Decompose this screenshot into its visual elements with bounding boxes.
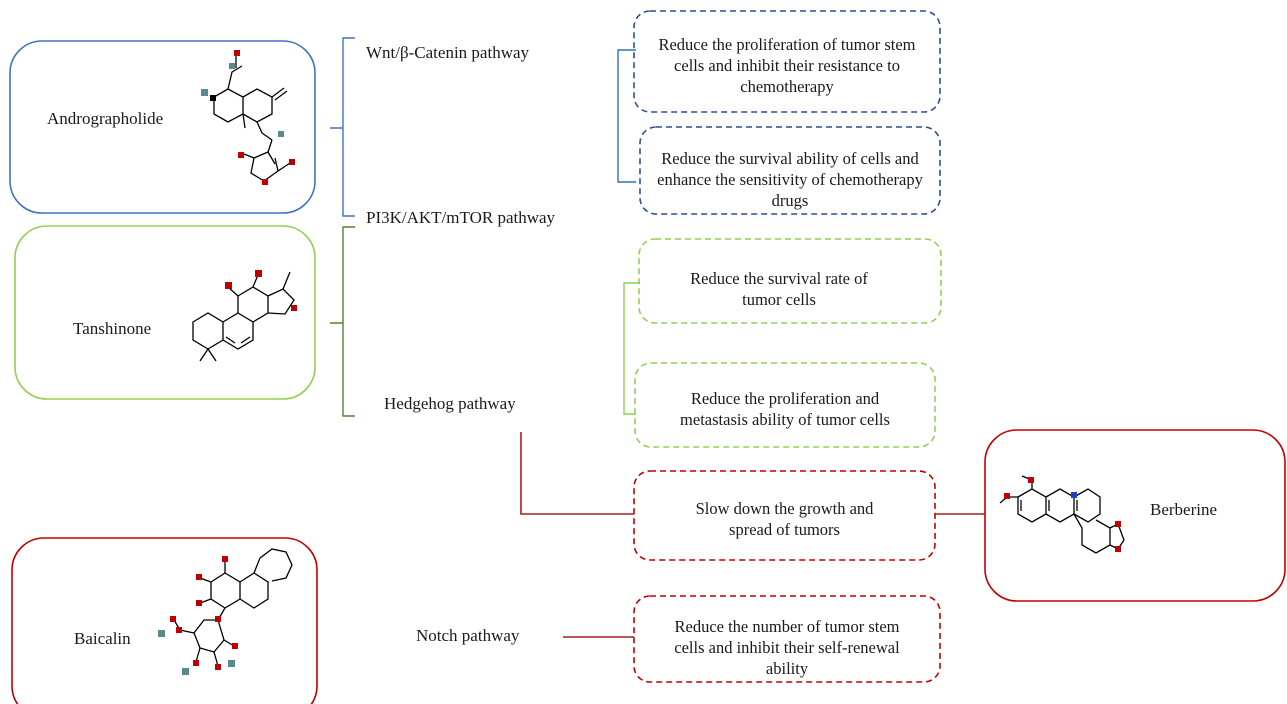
effect-line: ability: [765, 658, 809, 678]
effect-text-wnt-1: Reduce the proliferation of tumor stem c…: [634, 32, 940, 98]
effect-box-notch-1: [633, 595, 941, 683]
tanshinone-structure: [192, 271, 295, 362]
pi3k-effect-bracket: [623, 282, 640, 415]
effect-line: cells and inhibit their self-renewal: [674, 637, 900, 657]
effect-box-pi3k-1: [638, 238, 942, 324]
andrographolide-structure: [213, 56, 291, 182]
effect-line: enhance the sensitivity of chemotherapy: [657, 169, 923, 189]
effect-line: Reduce the survival rate of: [690, 269, 868, 288]
pathway-label-notch: Notch pathway: [416, 626, 520, 645]
baicalin-atoms: [158, 556, 238, 675]
effect-line: chemotherapy: [740, 76, 834, 96]
effect-text-wnt-2: Reduce the survival ability of cells and…: [640, 146, 940, 212]
baicalin-box: [11, 537, 318, 704]
compound-label-baicalin: Baicalin: [74, 629, 131, 648]
berberine-structure: [999, 475, 1125, 554]
effect-text-hedgehog-1: Slow down the growth and spread of tumor…: [634, 497, 935, 541]
effect-box-pi3k-2: [634, 362, 936, 448]
compound-label-andrographolide: Andrographolide: [47, 109, 164, 128]
berberine-box: [984, 429, 1286, 602]
effect-line: Slow down the growth and: [695, 499, 874, 518]
blue-bracket: [330, 37, 355, 217]
andrographolide-atoms: [201, 50, 295, 185]
effect-line: cells and inhibit their resistance to: [674, 55, 900, 75]
effect-line: tumor cells: [742, 290, 816, 309]
effect-line: Reduce the proliferation of tumor stem: [658, 34, 916, 54]
effect-line: Reduce the number of tumor stem: [674, 616, 900, 636]
effect-text-pi3k-2: Reduce the proliferation and metastasis …: [635, 387, 935, 431]
wnt-effect-bracket: [617, 49, 636, 183]
effect-box-hedgehog-1: [633, 470, 936, 561]
tanshinone-atoms: [225, 270, 297, 311]
compound-label-berberine: Berberine: [1150, 500, 1218, 519]
tanshinone-box: [14, 225, 316, 400]
effect-text-pi3k-1: Reduce the survival rate of tumor cells: [639, 267, 919, 311]
pathway-label-wnt: Wnt/β-Catenin pathway: [366, 43, 530, 62]
pathway-label-pi3k: PI3K/AKT/mTOR pathway: [366, 208, 556, 227]
effect-line: Reduce the survival ability of cells and: [661, 148, 919, 168]
andrographolide-box: [9, 40, 316, 214]
compound-label-tanshinone: Tanshinone: [73, 319, 152, 338]
pathway-label-hedgehog: Hedgehog pathway: [384, 394, 516, 413]
effect-box-wnt-1: [633, 10, 941, 113]
berberine-atoms: [1004, 477, 1121, 552]
effect-line: drugs: [771, 190, 809, 210]
effect-text-notch-1: Reduce the number of tumor stem cells an…: [634, 614, 940, 680]
effect-line: Reduce the proliferation and: [690, 389, 880, 408]
hedgehog-connector: [520, 432, 634, 515]
effect-line: metastasis ability of tumor cells: [680, 410, 890, 429]
effect-line: spread of tumors: [729, 520, 840, 539]
green-bracket: [330, 226, 355, 417]
effect-box-wnt-2: [639, 126, 941, 215]
